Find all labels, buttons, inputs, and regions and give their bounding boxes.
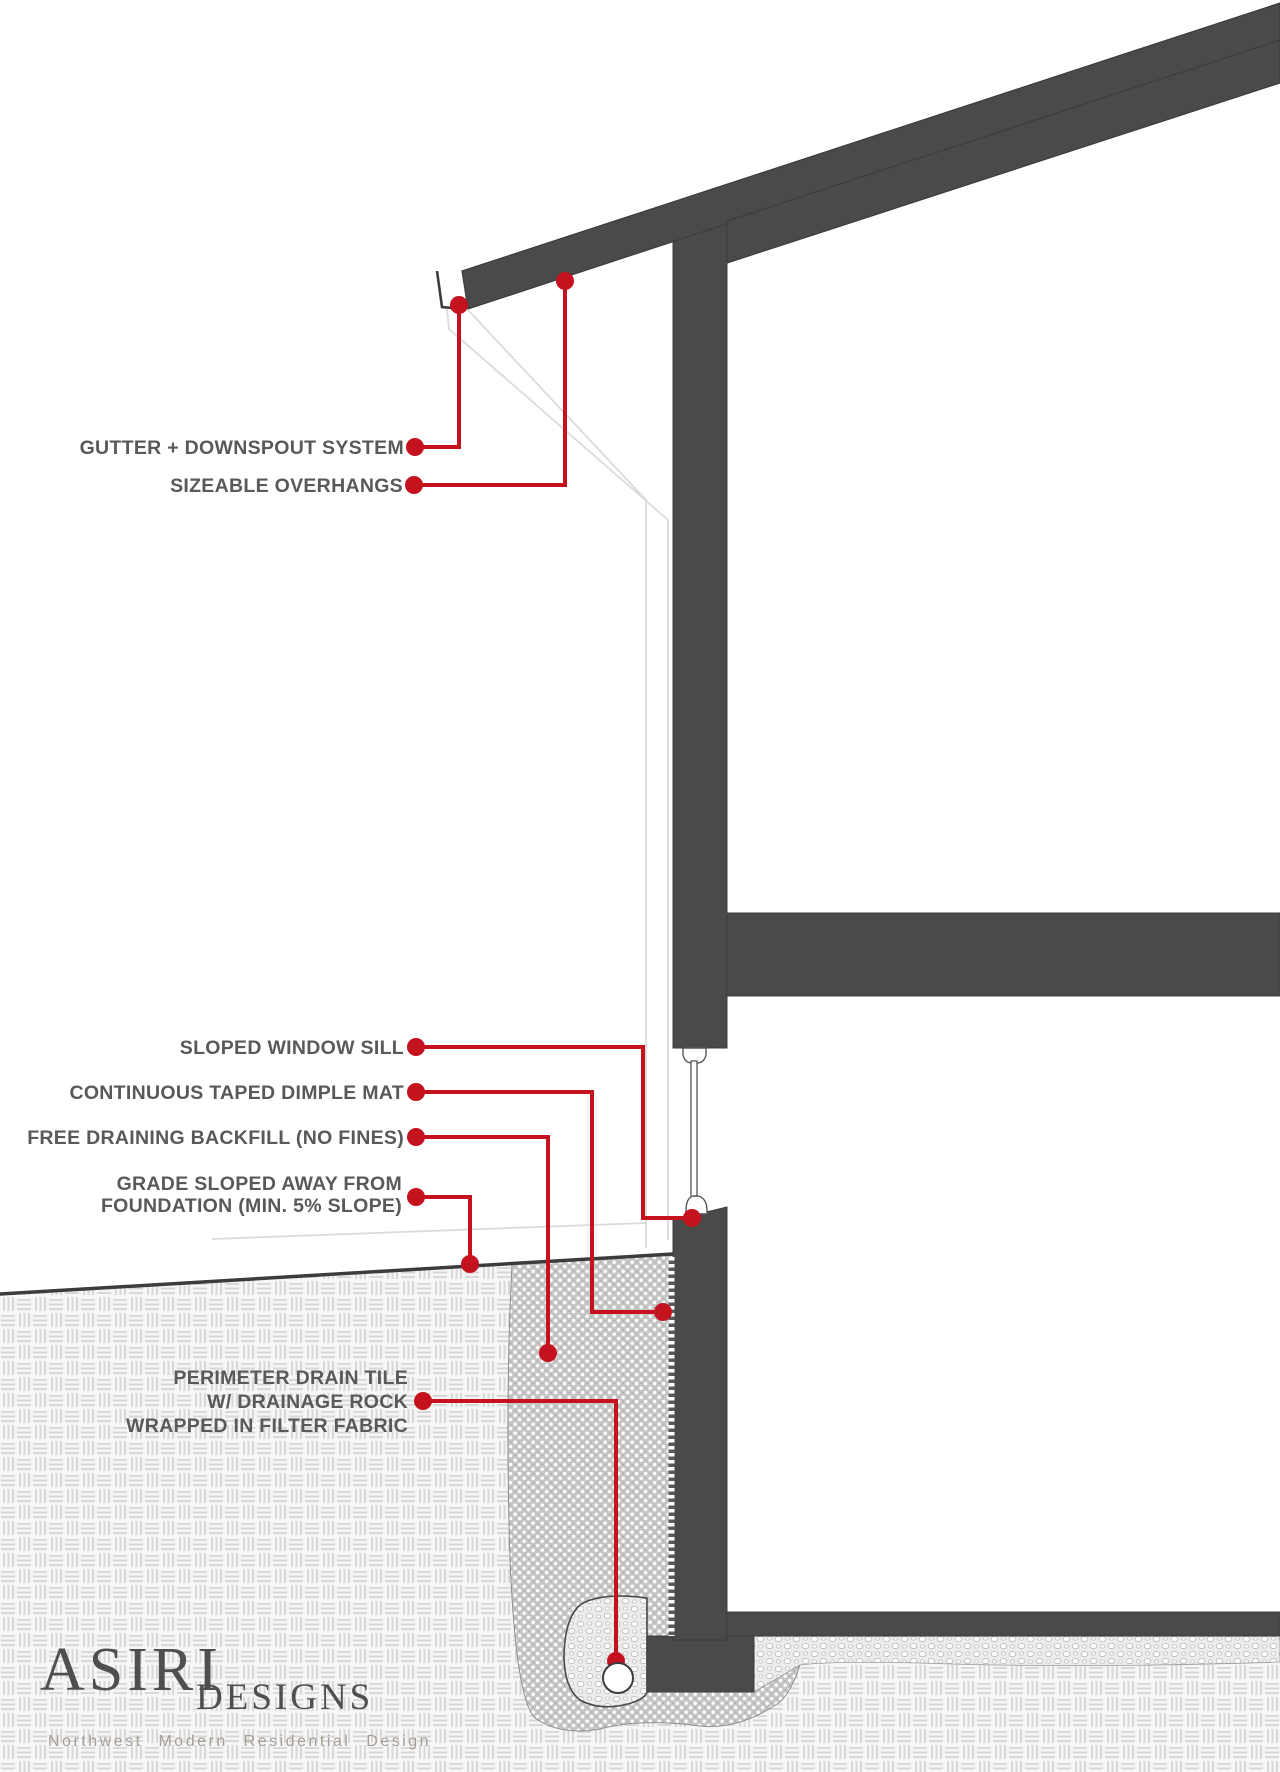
dot-overhang-label [405, 476, 423, 494]
leader-backfill [418, 1135, 550, 1353]
annotation-dots [405, 272, 701, 1670]
label-free-draining-backfill: FREE DRAINING BACKFILL (NO FINES) [27, 1127, 404, 1149]
label-perimeter-drain-line2: W/ DRAINAGE ROCK [207, 1391, 408, 1413]
leader-sill [418, 1045, 692, 1220]
label-sizeable-overhangs: SIZEABLE OVERHANGS [170, 475, 403, 497]
drain-rock-filter-fabric [563, 1595, 648, 1708]
label-sloped-window-sill: SLOPED WINDOW SILL [180, 1037, 404, 1059]
leader-drain [425, 1399, 618, 1661]
dot-gutter-label [406, 438, 424, 456]
window [682, 1047, 708, 1215]
dot-sill-target [683, 1209, 701, 1227]
label-perimeter-drain-line1: PERIMETER DRAIN TILE [173, 1367, 408, 1389]
drain-pipe [602, 1662, 634, 1694]
dot-dimple-target [654, 1303, 672, 1321]
leader-grade [418, 1195, 472, 1264]
floor-slab [726, 912, 1280, 997]
window-glazing [690, 1060, 698, 1199]
grade-line [0, 1252, 674, 1296]
footing [646, 1635, 755, 1693]
annotation-leaders [414, 281, 692, 1661]
dot-drain-label [414, 1392, 432, 1410]
interior-slab [726, 1611, 1280, 1637]
label-grade-sloped-line2: FOUNDATION (MIN. 5% SLOPE) [101, 1195, 402, 1217]
dot-backfill-label [407, 1128, 425, 1146]
dot-dimple-label [407, 1083, 425, 1101]
logo-tagline: Northwest Modern Residential Design [48, 1733, 431, 1750]
leader-gutter [415, 305, 461, 449]
label-grade-sloped-line1: GRADE SLOPED AWAY FROM [117, 1173, 402, 1195]
dot-backfill-target [539, 1344, 557, 1362]
label-gutter-downspout: GUTTER + DOWNSPOUT SYSTEM [80, 437, 404, 459]
leader-dimple [418, 1090, 663, 1314]
label-dimple-mat: CONTINUOUS TAPED DIMPLE MAT [69, 1082, 404, 1104]
label-perimeter-drain-line3: WRAPPED IN FILTER FABRIC [126, 1415, 408, 1437]
foundation-wall [672, 1206, 728, 1641]
logo-asiri: ASIRI [40, 1636, 222, 1704]
logo: ASIRI DESIGNS Northwest Modern Residenti… [40, 1636, 431, 1750]
leader-overhangs [414, 281, 567, 487]
dot-grade-target [461, 1255, 479, 1273]
dot-sill-label [407, 1038, 425, 1056]
dot-gutter-target [450, 296, 468, 314]
roof [461, 2, 1280, 310]
under-slab-gravel [753, 1635, 1280, 1693]
upper-wall [672, 204, 728, 1049]
dot-grade-label [407, 1188, 425, 1206]
cladding-projection-lines [211, 308, 669, 1248]
logo-designs: DESIGNS [196, 1677, 373, 1718]
dot-overhang-target [556, 272, 574, 290]
